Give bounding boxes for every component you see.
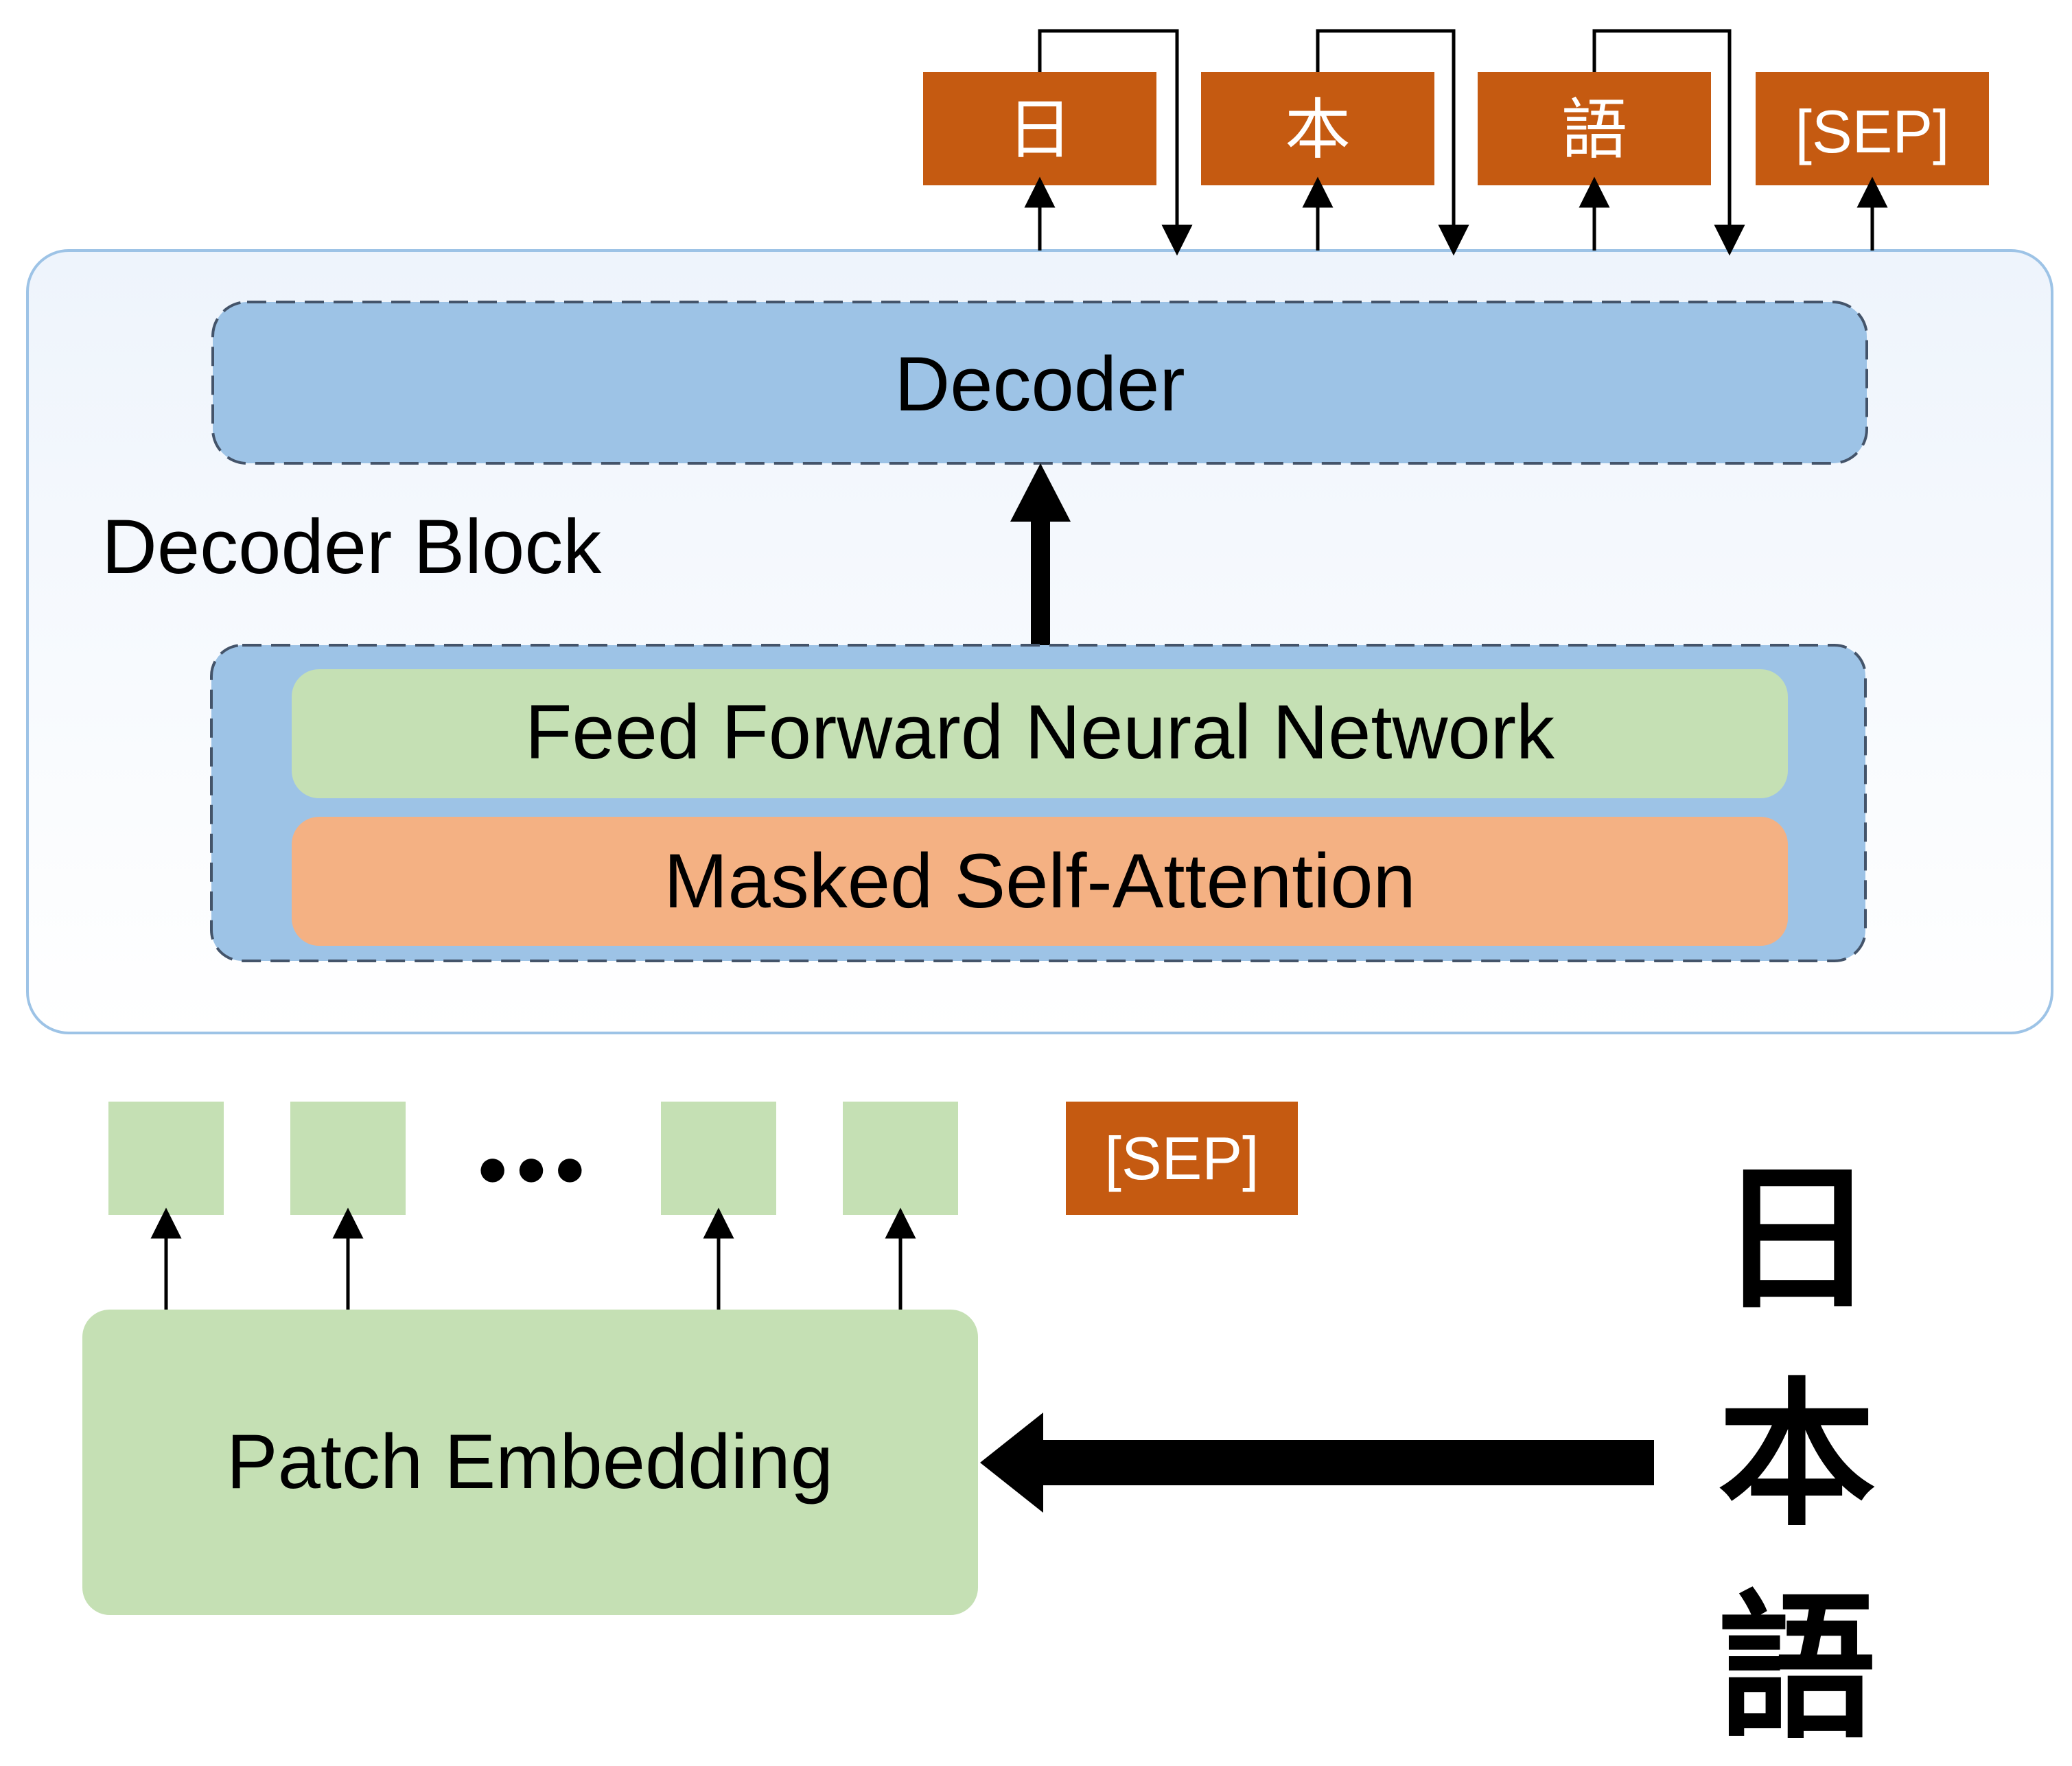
source-char-2: 本 — [1718, 1367, 1876, 1544]
output-token-4: [SEP] — [1756, 72, 1989, 185]
output-token-2-label: 本 — [1285, 93, 1351, 167]
patch-square-3 — [661, 1102, 776, 1215]
feed-forward-label: Feed Forward Neural Network — [525, 689, 1555, 775]
feed-forward-layer — [292, 669, 1788, 798]
patch-square-2 — [290, 1102, 406, 1215]
input-sep-token: [SEP] — [1066, 1102, 1298, 1215]
output-up-arrows — [1024, 176, 1888, 251]
patch-square-4 — [843, 1102, 958, 1215]
output-token-3: 語 — [1478, 72, 1711, 185]
feedback-arrow-2 — [1316, 29, 1469, 256]
output-token-2: 本 — [1201, 72, 1434, 185]
source-char-1: 日 — [1718, 1151, 1876, 1327]
masked-self-attention-label: Masked Self-Attention — [664, 838, 1416, 924]
output-token-3-label: 語 — [1561, 93, 1627, 167]
output-token-1: 日 — [923, 72, 1156, 185]
stack-to-decoder-arrow — [1010, 463, 1071, 645]
patch-embedding-box — [82, 1310, 978, 1615]
decoder-label: Decoder — [894, 341, 1185, 427]
input-sep-label: [SEP] — [1105, 1124, 1259, 1192]
feedback-arrow-1 — [1038, 29, 1193, 256]
patch-square-1 — [108, 1102, 224, 1215]
source-char-3: 語 — [1718, 1580, 1876, 1756]
feedback-arrow-3 — [1592, 29, 1745, 256]
masked-self-attention-layer — [292, 817, 1788, 946]
patch-ellipsis: ●●● — [476, 1137, 592, 1198]
source-text-image: 日 本 語 — [1718, 1151, 1876, 1756]
patch-embedding-label: Patch Embedding — [226, 1419, 833, 1504]
patch-up-arrows — [150, 1207, 916, 1310]
decoder-block-title: Decoder Block — [102, 504, 602, 590]
image-to-embedding-arrow — [980, 1413, 1654, 1513]
output-token-4-label: [SEP] — [1795, 97, 1950, 165]
decoder-box — [211, 301, 1868, 465]
output-token-1-label: 日 — [1007, 93, 1073, 167]
feedback-arrows — [1038, 29, 1745, 256]
